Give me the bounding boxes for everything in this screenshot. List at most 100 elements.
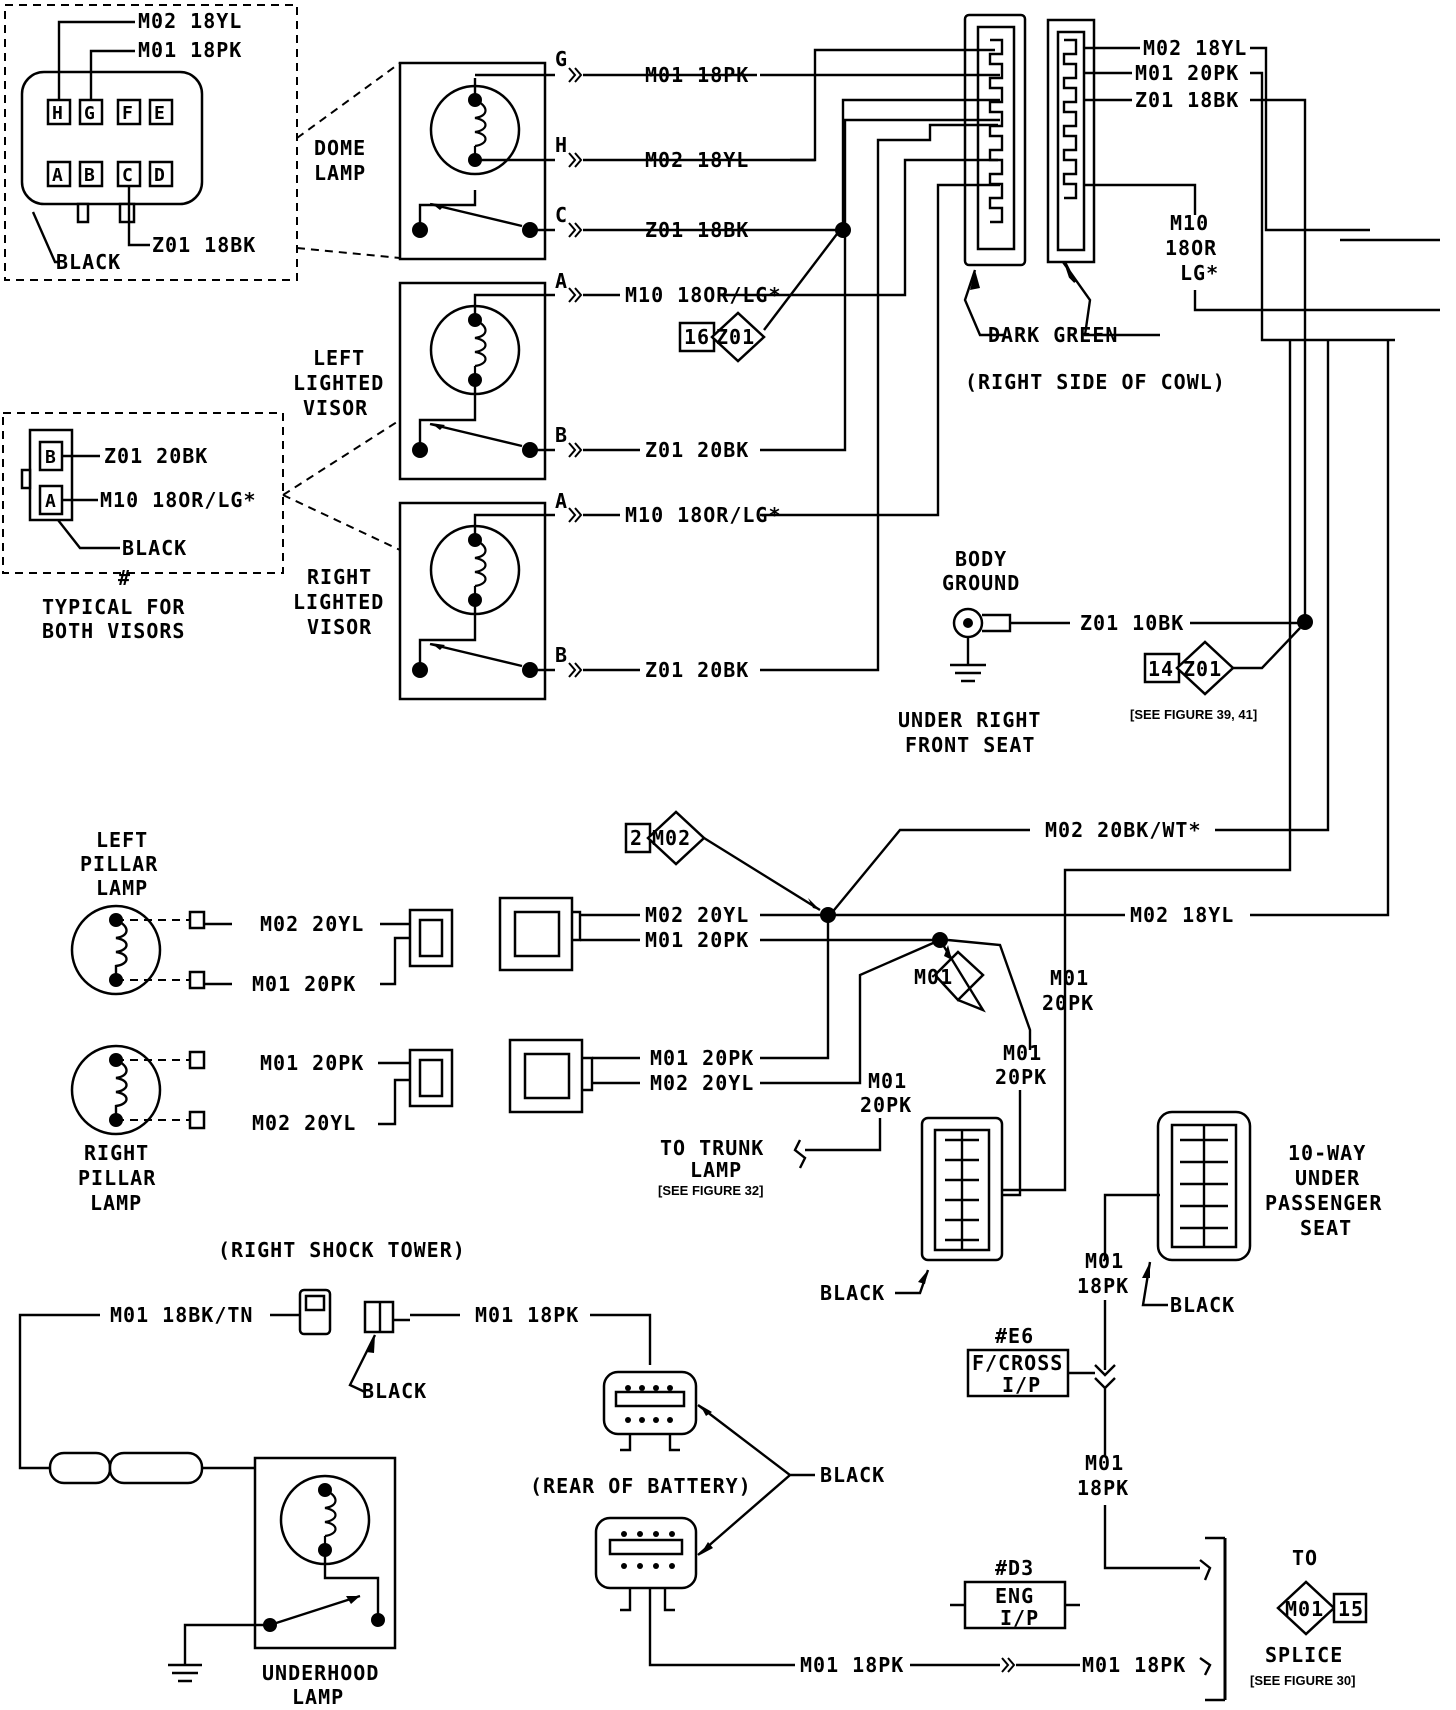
d3-connector: #D3 ENG I/P <box>950 1556 1080 1630</box>
svg-text:GROUND: GROUND <box>942 571 1020 595</box>
svg-text:M01 20PK: M01 20PK <box>1135 61 1239 85</box>
svg-text:#: # <box>118 566 131 590</box>
svg-text:M02: M02 <box>652 826 691 850</box>
svg-text:M02 20YL: M02 20YL <box>645 903 749 927</box>
splice-16-z01: 16 Z01 <box>678 229 841 363</box>
svg-text:M01: M01 <box>1050 966 1089 990</box>
body-ground: BODY GROUND Z01 10BK UNDER RIGHT FRONT S… <box>898 547 1313 757</box>
svg-text:M01: M01 <box>1085 1249 1124 1273</box>
e6-connector: #E6 F/CROSS I/P <box>966 1324 1095 1398</box>
svg-text:C: C <box>122 165 134 186</box>
svg-text:TO: TO <box>1292 1546 1318 1570</box>
svg-text:DOME: DOME <box>314 136 366 160</box>
svg-text:LAMP: LAMP <box>90 1191 142 1215</box>
svg-text:B: B <box>555 643 568 667</box>
svg-text:A: A <box>52 165 64 186</box>
svg-text:(REAR OF BATTERY): (REAR OF BATTERY) <box>530 1474 752 1498</box>
battery-connectors: (REAR OF BATTERY) BLACK M01 18PK M01 18P… <box>530 1370 1212 1677</box>
svg-text:UNDERHOOD: UNDERHOOD <box>262 1661 379 1685</box>
svg-text:16: 16 <box>684 325 710 349</box>
svg-text:Z01: Z01 <box>716 325 755 349</box>
svg-text:#E6: #E6 <box>995 1324 1034 1348</box>
svg-text:E: E <box>154 103 166 124</box>
svg-text:TO TRUNK: TO TRUNK <box>660 1136 764 1160</box>
wire-label: Z01 18BK <box>152 233 256 257</box>
svg-text:M02 18YL: M02 18YL <box>1130 903 1234 927</box>
svg-text:B: B <box>45 447 57 468</box>
center-harness: M02 20YL M01 20PK M01 20PK M02 20YL 2 M0… <box>498 340 1390 1305</box>
svg-text:[SEE FIGURE 39, 41]: [SEE FIGURE 39, 41] <box>1130 707 1257 722</box>
svg-text:H: H <box>555 133 568 157</box>
svg-text:M01: M01 <box>1003 1041 1042 1065</box>
svg-text:10-WAY: 10-WAY <box>1288 1141 1366 1165</box>
svg-text:Z01 20BK: Z01 20BK <box>645 658 749 682</box>
svg-text:B: B <box>84 165 96 186</box>
svg-text:C: C <box>555 203 568 227</box>
svg-text:M01 20PK: M01 20PK <box>252 972 356 996</box>
svg-text:M01 20PK: M01 20PK <box>650 1046 754 1070</box>
svg-text:VISOR: VISOR <box>303 396 368 420</box>
svg-text:[SEE FIGURE 30]: [SEE FIGURE 30] <box>1250 1673 1355 1688</box>
svg-text:Z01 18BK: Z01 18BK <box>1135 88 1239 112</box>
svg-text:BLACK: BLACK <box>820 1463 885 1487</box>
svg-text:BOTH VISORS: BOTH VISORS <box>42 619 185 643</box>
svg-text:20PK: 20PK <box>1042 991 1094 1015</box>
svg-text:14: 14 <box>1148 657 1174 681</box>
svg-text:LAMP: LAMP <box>96 876 148 900</box>
svg-text:M01 18PK: M01 18PK <box>475 1303 579 1327</box>
svg-text:VISOR: VISOR <box>307 615 372 639</box>
svg-text:M01: M01 <box>1285 1597 1324 1621</box>
wire-label: 18PK <box>1077 1476 1129 1500</box>
svg-text:TYPICAL FOR: TYPICAL FOR <box>42 595 185 619</box>
svg-text:B: B <box>555 423 568 447</box>
right-pillar-lamp: M01 20PK M02 20YL RIGHT PILLAR LAMP <box>70 1044 454 1215</box>
to-splice-m01-15: TO M01 15 SPLICE [SEE FIGURE 30] <box>1250 1546 1368 1688</box>
svg-text:M10 18OR/LG*: M10 18OR/LG* <box>625 503 782 527</box>
svg-text:A: A <box>555 269 568 293</box>
left-lighted-visor: LEFT LIGHTED VISOR A B M10 18OR/LG* Z01 … <box>293 269 781 481</box>
svg-text:BLACK: BLACK <box>122 536 187 560</box>
cowl-connectors: DARK GREEN (RIGHT SIDE OF COWL) M02 18YL… <box>640 13 1440 672</box>
svg-text:I/P: I/P <box>1000 1606 1039 1630</box>
svg-text:(RIGHT SIDE OF COWL): (RIGHT SIDE OF COWL) <box>965 370 1226 394</box>
svg-text:18OR: 18OR <box>1165 236 1217 260</box>
wire-label: M02 18YL <box>138 9 242 33</box>
pin-e: E <box>148 98 174 126</box>
svg-text:PILLAR: PILLAR <box>78 1166 156 1190</box>
left-pillar-lamp: LEFT PILLAR LAMP M02 20YL M01 20PK <box>70 828 454 996</box>
pin-a: A <box>46 160 72 188</box>
ten-way-connector: 10-WAY UNDER PASSENGER SEAT M01 18PK BLA… <box>1077 1110 1381 1455</box>
pin-d: D <box>148 160 174 188</box>
svg-text:LEFT: LEFT <box>313 346 365 370</box>
svg-text:LIGHTED: LIGHTED <box>293 371 384 395</box>
svg-text:M01: M01 <box>868 1069 907 1093</box>
svg-text:G: G <box>555 47 568 71</box>
svg-text:15: 15 <box>1338 1597 1364 1621</box>
svg-text:UNDER: UNDER <box>1295 1166 1360 1190</box>
pin-b: B <box>78 160 104 188</box>
svg-text:M01: M01 <box>914 965 953 989</box>
underhood-lamp: UNDERHOOD LAMP <box>48 1451 397 1709</box>
pin-c: C <box>116 160 142 188</box>
pin-f: F <box>116 98 142 126</box>
svg-text:LEFT: LEFT <box>96 828 148 852</box>
svg-text:SPLICE: SPLICE <box>1265 1643 1343 1667</box>
svg-text:LAMP: LAMP <box>314 161 366 185</box>
svg-text:LIGHTED: LIGHTED <box>293 590 384 614</box>
svg-text:F: F <box>122 103 134 124</box>
svg-text:LG*: LG* <box>1180 261 1219 285</box>
color-label: BLACK <box>56 250 121 274</box>
svg-text:FRONT SEAT: FRONT SEAT <box>905 733 1035 757</box>
svg-text:A: A <box>45 491 57 512</box>
svg-text:H: H <box>52 103 64 124</box>
pin-g: G <box>78 98 104 126</box>
svg-text:RIGHT: RIGHT <box>307 565 372 589</box>
right-lighted-visor: RIGHT LIGHTED VISOR A B M10 18OR/LG* Z01… <box>293 489 782 701</box>
wire-label: M01 <box>1085 1451 1124 1475</box>
svg-text:20PK: 20PK <box>860 1093 912 1117</box>
dome-connector-detail: H G F E A B C D M02 18YL M01 18PK Z01 18… <box>4 4 298 281</box>
pin-h: H <box>46 98 72 126</box>
svg-text:LAMP: LAMP <box>292 1685 344 1709</box>
svg-text:M01 18PK: M01 18PK <box>1082 1653 1186 1677</box>
